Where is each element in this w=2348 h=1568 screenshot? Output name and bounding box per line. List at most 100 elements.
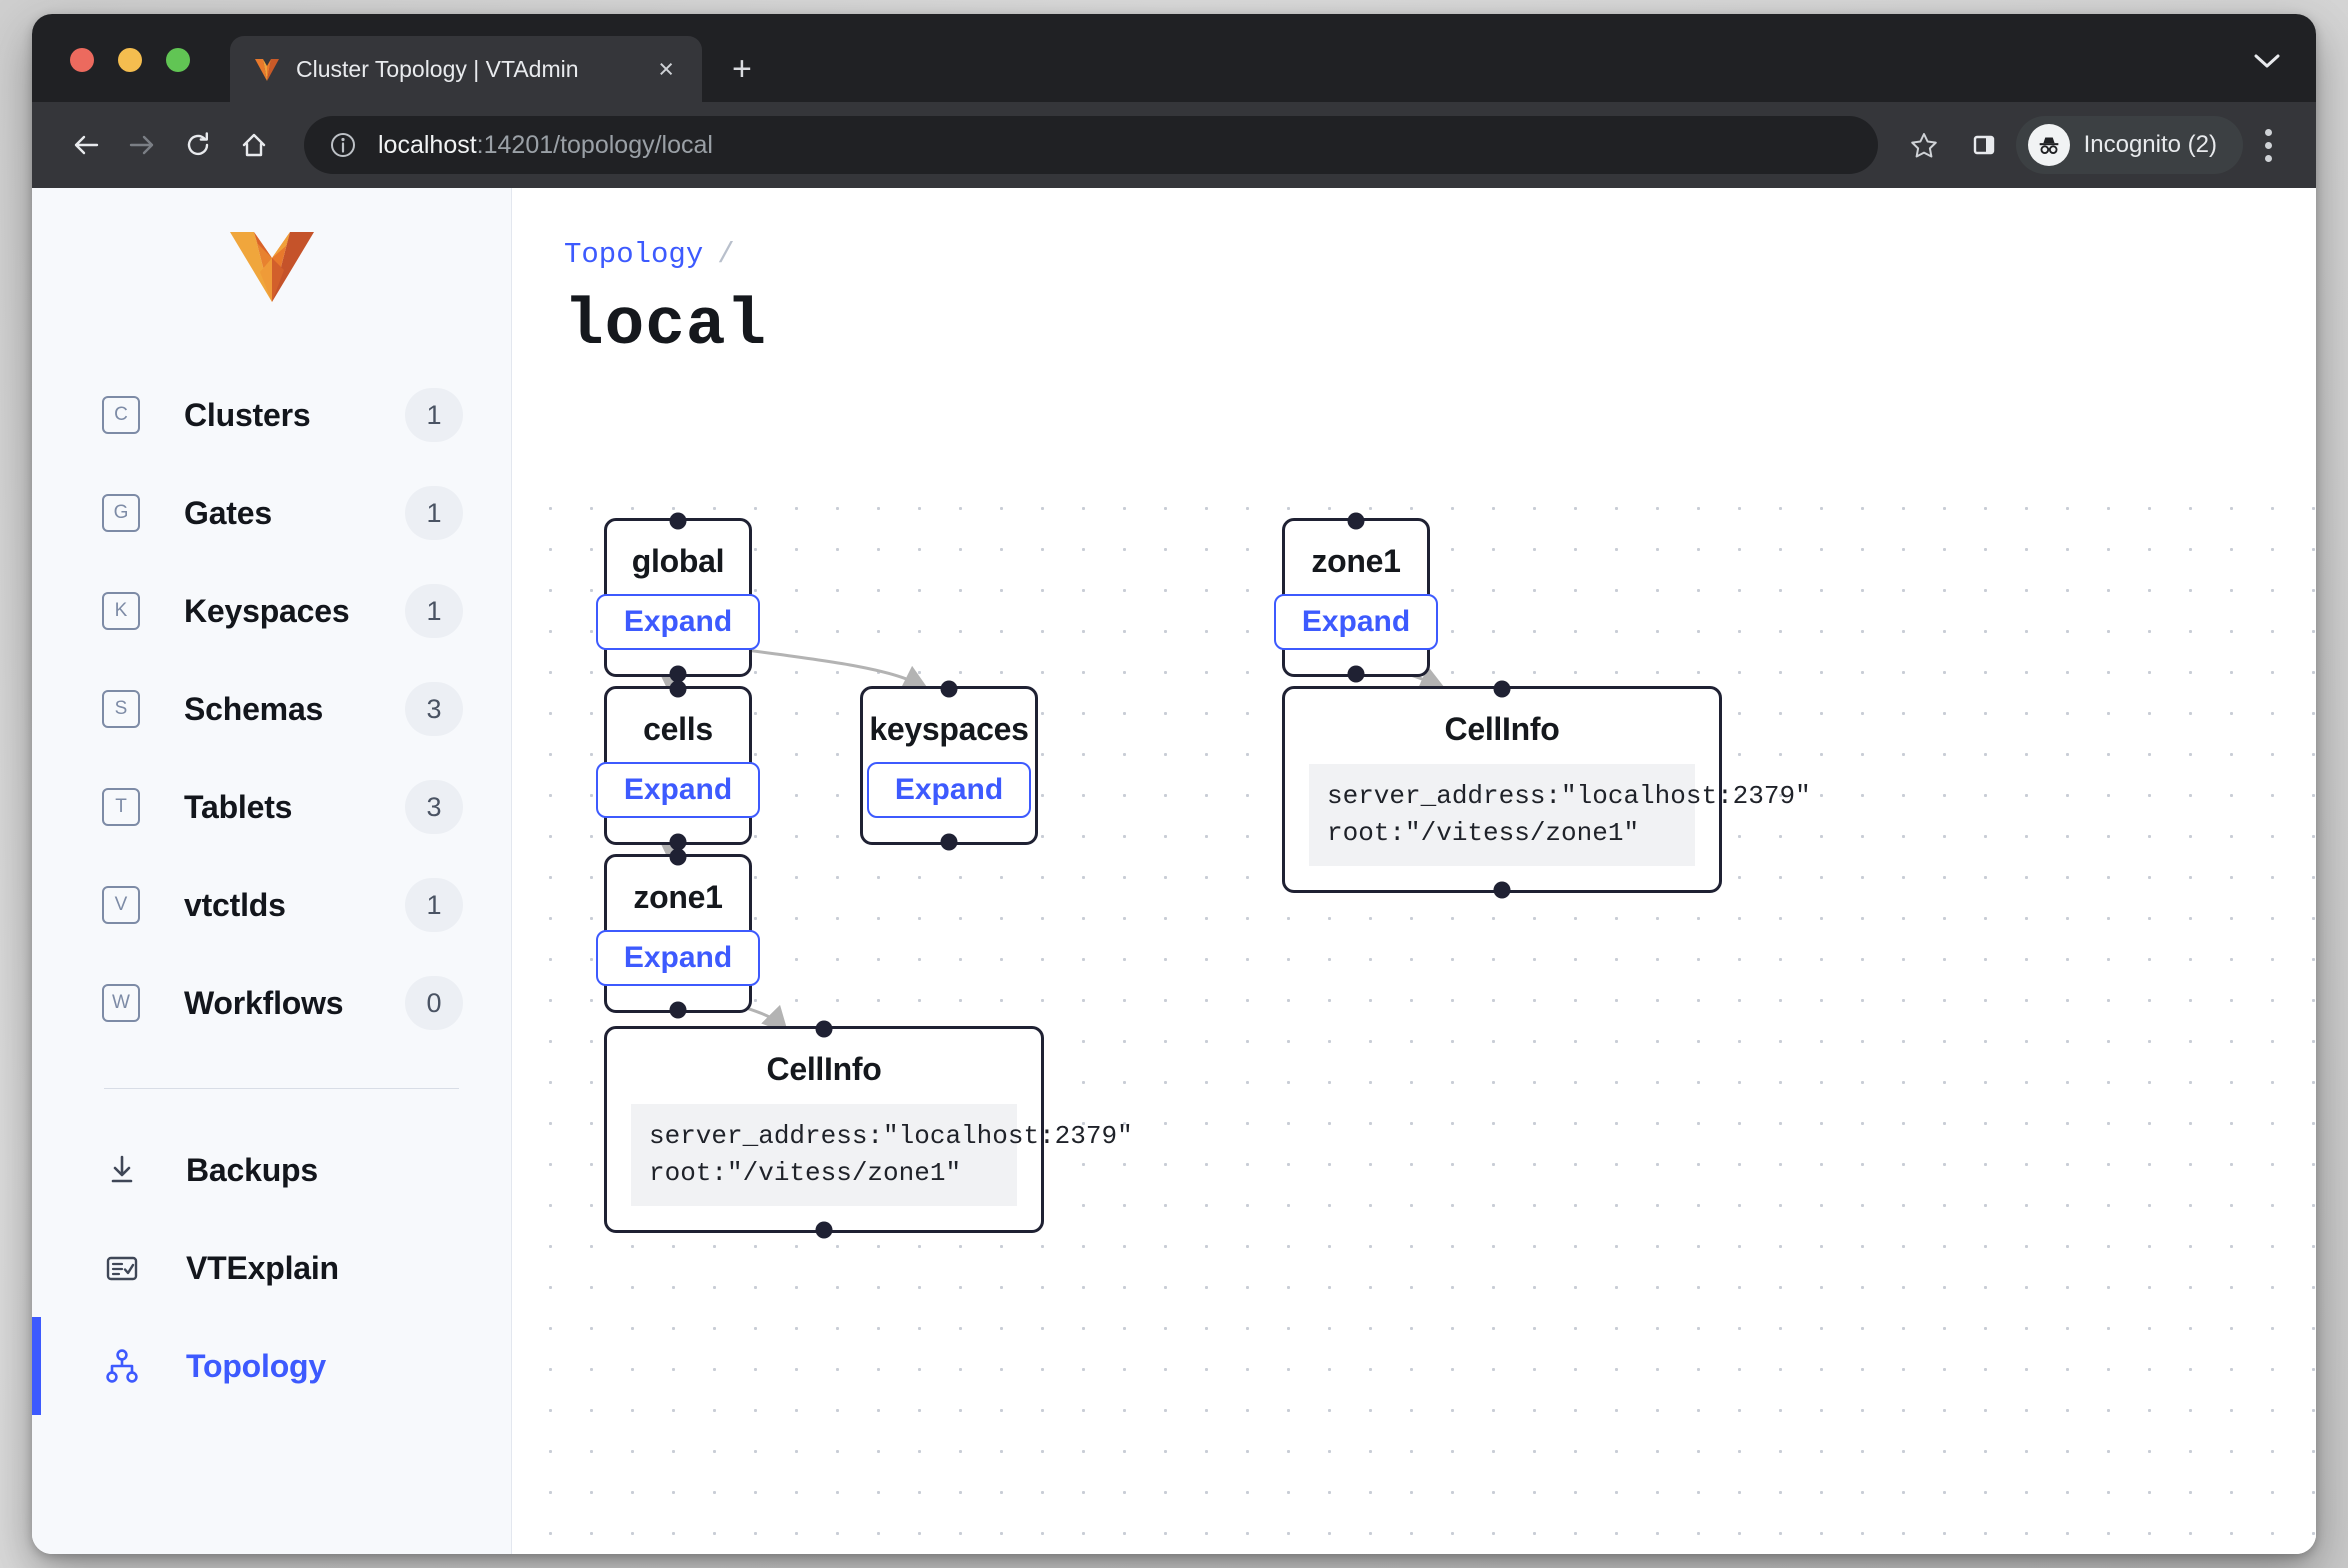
- maximize-window-button[interactable]: [166, 48, 190, 72]
- sidebar-item-label: Clusters: [184, 396, 311, 433]
- keyspaces-letter-icon: K: [102, 592, 140, 630]
- topology-node-global[interactable]: global Expand: [595, 512, 761, 682]
- node-handle-bottom[interactable]: [815, 1221, 833, 1239]
- browser-toolbar: localhost:14201/topology/local: [32, 102, 2316, 188]
- sidebar-item-tablets[interactable]: T Tablets 3: [32, 758, 511, 856]
- expand-button[interactable]: Expand: [595, 930, 761, 986]
- sidebar-item-keyspaces[interactable]: K Keyspaces 1: [32, 562, 511, 660]
- url-host: localhost: [378, 130, 477, 159]
- sidebar-item-vtexplain[interactable]: VTExplain: [32, 1219, 511, 1317]
- schemas-letter-icon: S: [102, 690, 140, 728]
- breadcrumb: Topology /: [564, 238, 735, 271]
- node-handle-bottom[interactable]: [1493, 881, 1511, 899]
- sidebar-nav-secondary: Backups VTExplain: [32, 1121, 511, 1415]
- window-traffic-lights: [70, 48, 190, 72]
- sidebar-item-label: Tablets: [184, 788, 293, 825]
- sidebar-item-count: 1: [405, 486, 463, 540]
- incognito-profile-button[interactable]: Incognito (2): [2015, 116, 2243, 174]
- expand-button[interactable]: Expand: [866, 762, 1032, 818]
- address-bar-text: localhost:14201/topology/local: [378, 131, 713, 160]
- sidebar-item-count: 3: [405, 682, 463, 736]
- topology-node-cellinfo-bottom[interactable]: CellInfo server_address:"localhost:2379"…: [604, 1020, 1133, 1239]
- node-handle-top[interactable]: [669, 680, 687, 698]
- vitess-favicon-icon: [252, 54, 282, 84]
- chevron-down-icon[interactable]: [2254, 54, 2280, 69]
- gates-letter-icon: G: [102, 494, 140, 532]
- expand-button[interactable]: Expand: [595, 594, 761, 650]
- breadcrumb-topology-link[interactable]: Topology: [564, 238, 704, 271]
- sidebar-item-count: 0: [405, 976, 463, 1030]
- topology-node-zone1-right[interactable]: zone1 Expand: [1273, 512, 1439, 682]
- expand-button[interactable]: Expand: [595, 762, 761, 818]
- close-window-button[interactable]: [70, 48, 94, 72]
- sidebar-item-label: Keyspaces: [184, 592, 350, 629]
- topology-canvas[interactable]: global Expand cells Expand keyspaces Exp…: [512, 478, 2316, 1554]
- sidebar-item-label: Topology: [186, 1347, 326, 1384]
- breadcrumb-separator: /: [717, 238, 735, 271]
- download-icon: [102, 1150, 142, 1190]
- node-handle-top[interactable]: [669, 848, 687, 866]
- sidebar-item-count: 3: [405, 780, 463, 834]
- back-arrow-icon[interactable]: [58, 117, 114, 173]
- topology-node-cells[interactable]: cells Expand: [595, 680, 761, 850]
- checklist-icon: [102, 1248, 142, 1288]
- sidebar-item-topology[interactable]: Topology: [32, 1317, 511, 1415]
- url-path: :14201/topology/local: [476, 130, 713, 159]
- topology-node-cellinfo-right[interactable]: CellInfo server_address:"localhost:2379"…: [1282, 680, 1811, 899]
- incognito-avatar-icon: [2027, 124, 2070, 166]
- sidebar-item-clusters[interactable]: C Clusters 1: [32, 366, 511, 464]
- app-logo[interactable]: [32, 222, 511, 308]
- browser-tab[interactable]: Cluster Topology | VTAdmin ×: [230, 36, 702, 102]
- home-icon[interactable]: [226, 117, 282, 173]
- node-handle-bottom[interactable]: [669, 665, 687, 682]
- vitess-logo-icon: [229, 232, 314, 302]
- topology-node-keyspaces[interactable]: keyspaces Expand: [860, 680, 1038, 850]
- address-bar[interactable]: localhost:14201/topology/local: [304, 116, 1878, 174]
- cellinfo-code: server_address:"localhost:2379" root:"/v…: [631, 1104, 1133, 1206]
- main-content: Topology / local: [512, 188, 2316, 1554]
- expand-button[interactable]: Expand: [1273, 594, 1439, 650]
- node-handle-bottom[interactable]: [940, 833, 958, 850]
- reload-icon[interactable]: [170, 117, 226, 173]
- node-handle-top[interactable]: [1347, 512, 1365, 530]
- node-title: CellInfo: [1444, 711, 1560, 747]
- kebab-menu-icon[interactable]: [2247, 128, 2290, 162]
- tab-strip: Cluster Topology | VTAdmin × +: [32, 14, 2316, 102]
- sidebar-divider: [104, 1088, 459, 1089]
- sidebar-item-label: Gates: [184, 494, 272, 531]
- node-handle-top[interactable]: [669, 512, 687, 530]
- forward-arrow-icon[interactable]: [114, 117, 170, 173]
- page-title: local: [564, 288, 768, 363]
- node-handle-top[interactable]: [940, 680, 958, 698]
- sidebar: C Clusters 1 G Gates 1 K Keyspaces 1 S S…: [32, 188, 512, 1554]
- sidebar-item-schemas[interactable]: S Schemas 3: [32, 660, 511, 758]
- topology-node-zone1-left[interactable]: zone1 Expand: [595, 848, 761, 1018]
- node-title: CellInfo: [766, 1051, 882, 1087]
- node-handle-top[interactable]: [1493, 680, 1511, 698]
- node-title: zone1: [633, 879, 723, 915]
- minimize-window-button[interactable]: [118, 48, 142, 72]
- close-tab-icon[interactable]: ×: [658, 53, 674, 84]
- sidebar-nav-primary: C Clusters 1 G Gates 1 K Keyspaces 1 S S…: [32, 366, 511, 1052]
- side-panel-icon[interactable]: [1956, 117, 2012, 173]
- sidebar-item-backups[interactable]: Backups: [32, 1121, 511, 1219]
- node-handle-bottom[interactable]: [1347, 665, 1365, 682]
- sidebar-item-label: vtctlds: [184, 886, 286, 923]
- node-handle-bottom[interactable]: [669, 833, 687, 850]
- node-handle-top[interactable]: [815, 1020, 833, 1038]
- sidebar-item-workflows[interactable]: W Workflows 0: [32, 954, 511, 1052]
- star-icon[interactable]: [1896, 117, 1952, 173]
- sidebar-item-vtctlds[interactable]: V vtctlds 1: [32, 856, 511, 954]
- site-info-icon[interactable]: [328, 130, 358, 160]
- vtctlds-letter-icon: V: [102, 886, 140, 924]
- page-body: C Clusters 1 G Gates 1 K Keyspaces 1 S S…: [32, 188, 2316, 1554]
- sidebar-item-gates[interactable]: G Gates 1: [32, 464, 511, 562]
- sidebar-item-label: Schemas: [184, 690, 324, 727]
- new-tab-button[interactable]: +: [732, 50, 752, 88]
- clusters-letter-icon: C: [102, 396, 140, 434]
- node-title: global: [631, 543, 725, 579]
- node-title: zone1: [1311, 543, 1401, 579]
- sidebar-item-count: 1: [405, 584, 463, 638]
- sidebar-item-label: Backups: [186, 1151, 318, 1188]
- node-handle-bottom[interactable]: [669, 1001, 687, 1018]
